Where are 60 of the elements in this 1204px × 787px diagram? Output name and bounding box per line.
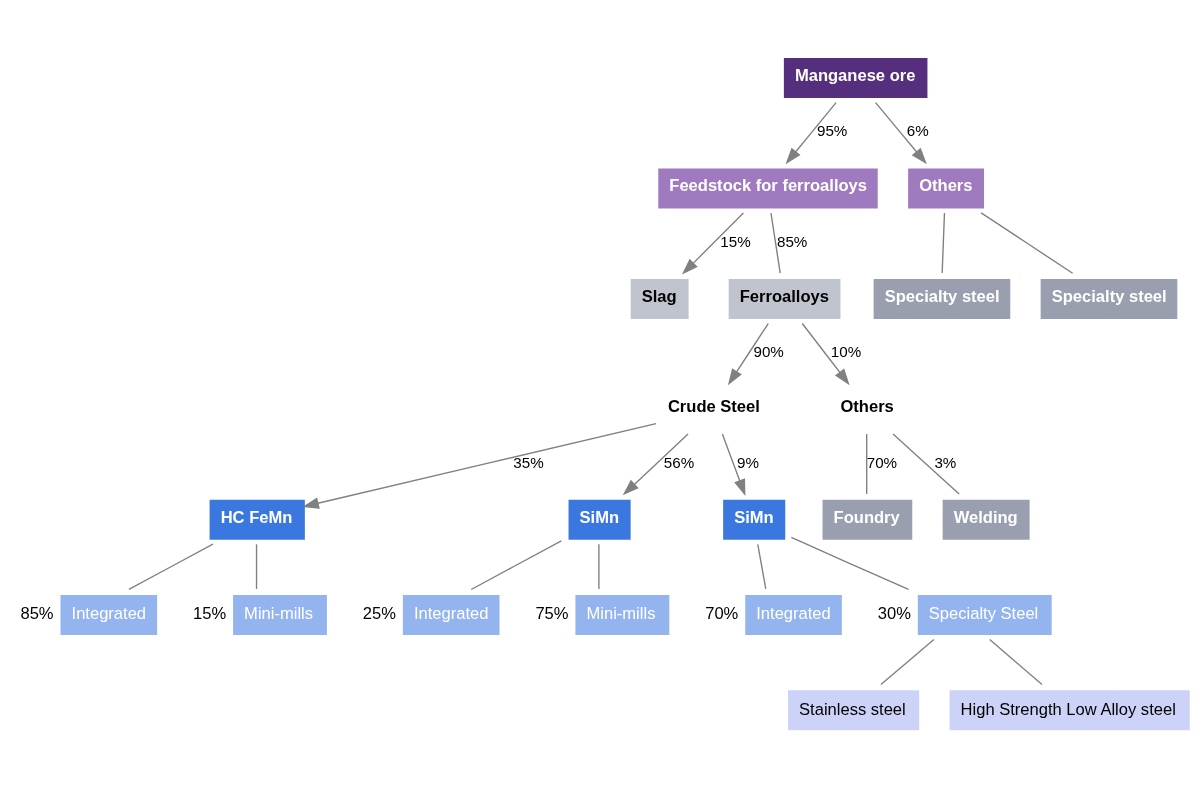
connector [880,638,935,686]
node-text: Others [840,397,894,417]
arrow [682,212,745,275]
node-box: Ferroalloys [728,278,841,319]
connector [470,540,563,591]
node-box: Feedstock for ferroalloys [658,168,878,209]
connector [941,212,946,274]
connector [790,536,910,591]
arrow [622,433,689,496]
node-box: Specialty Steel [917,595,1052,636]
connector [770,212,781,274]
connector [128,543,214,591]
edge-label: 56% [663,453,695,471]
node-box: Others [908,168,985,209]
arrow [874,101,927,165]
node-box: Stainless steel [788,690,920,731]
connector [757,543,767,590]
node-box: Integrated [745,595,842,636]
node-label: 85% [20,604,54,624]
node-box: Welding [942,499,1030,540]
connector [598,543,600,590]
node-box: Mini-mills [575,595,670,636]
edge-label: 70% [866,453,898,471]
edge-label: 35% [513,453,544,471]
edge-label: 85% [776,232,808,250]
node-box: HC FeMn [209,499,305,540]
arrow [302,422,657,509]
node-box: Foundry [822,499,913,540]
arrow [801,322,850,386]
edge-label: 10% [830,343,862,361]
node-box: Mini-mills [233,595,327,636]
connector [989,638,1043,686]
node-label: 25% [362,604,396,624]
arrow [721,433,746,496]
edge-label: 6% [906,122,929,140]
node-box: Integrated [60,595,158,636]
node-box: Specialty steel [873,278,1011,319]
arrow [785,101,837,165]
node-box: Slag [630,278,689,319]
arrow [727,322,769,386]
edge-label: 15% [720,232,751,250]
connector [980,212,1074,274]
node-label: 75% [535,604,569,624]
node-label: 30% [877,604,911,624]
edge-label: 95% [817,122,848,140]
node-box: Manganese ore [783,58,928,99]
node-label: 15% [193,604,227,624]
node-box: Integrated [402,595,500,636]
edge-label: 9% [737,453,759,471]
node-box: High Strength Low Alloy steel [949,690,1190,731]
connector [892,433,960,495]
node-box: Specialty steel [1040,278,1178,319]
edge-label: 90% [753,343,784,361]
edge-label: 3% [934,453,957,471]
node-label: 70% [705,604,739,624]
node-box: SiMn [568,499,631,540]
node-box: SiMn [723,499,786,540]
connector [866,433,868,495]
connector [255,543,258,590]
node-text: Crude Steel [667,397,760,417]
